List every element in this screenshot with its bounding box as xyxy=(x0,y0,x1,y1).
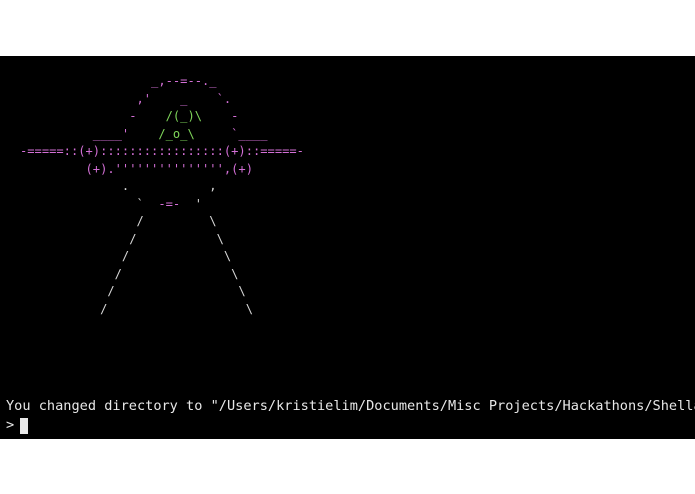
ascii-art-segment: - xyxy=(20,109,166,123)
ascii-art-segment: /(_)\ xyxy=(165,109,203,123)
ascii-art-segment: / \ xyxy=(20,266,239,281)
ascii-art-segment: `____ xyxy=(194,126,268,141)
ascii-art-segment: / \ xyxy=(20,249,232,263)
ufo-ascii-art: _,--=--._ ,' _ `. - /(_)\ - ____' /_o_\ … xyxy=(20,73,304,318)
ascii-art-segment: _,--=--._ xyxy=(20,74,217,88)
ascii-art-line: / \ xyxy=(20,301,304,319)
ascii-art-line: - /(_)\ - xyxy=(20,108,304,126)
directory-change-message: You changed directory to "/Users/kristie… xyxy=(6,398,695,414)
ascii-art-line: / \ xyxy=(20,266,304,284)
ascii-art-segment: -=====::(+):::::::::::::::::(+)::=====- xyxy=(20,144,304,158)
ascii-art-line: ` -=- ' xyxy=(20,196,304,214)
ascii-art-segment: ____' xyxy=(20,126,159,141)
ascii-art-line: / \ xyxy=(20,213,304,231)
text-cursor xyxy=(20,417,29,434)
ascii-art-segment: / \ xyxy=(20,284,246,298)
ascii-art-segment: / \ xyxy=(20,231,224,246)
ascii-art-segment: -=- xyxy=(158,196,181,211)
ascii-art-segment: ' xyxy=(180,196,203,211)
ascii-art-line: (+).''''''''''''''',(+) xyxy=(20,161,304,179)
ascii-art-segment: /_o_\ xyxy=(158,126,195,141)
ascii-art-line: . , xyxy=(20,178,304,196)
ascii-art-segment: - xyxy=(202,109,239,123)
ascii-art-line: ____' /_o_\ `____ xyxy=(20,126,304,144)
ascii-art-line: / \ xyxy=(20,231,304,249)
ascii-art-segment: ,' _ `. xyxy=(20,91,232,106)
ascii-art-segment: / \ xyxy=(20,301,253,316)
ascii-art-segment: (+).''''''''''''''',(+) xyxy=(20,161,253,176)
ascii-art-segment: . , xyxy=(20,179,217,193)
ascii-art-segment: / \ xyxy=(20,214,217,228)
prompt-symbol: > xyxy=(6,417,15,433)
ascii-art-segment: ` xyxy=(20,196,159,211)
ascii-art-line: _,--=--._ xyxy=(20,73,304,91)
ascii-art-line: / \ xyxy=(20,283,304,301)
terminal-window[interactable]: _,--=--._ ,' _ `. - /(_)\ - ____' /_o_\ … xyxy=(0,56,695,439)
ascii-art-line: / \ xyxy=(20,248,304,266)
ascii-art-line: ,' _ `. xyxy=(20,91,304,109)
command-prompt[interactable]: > xyxy=(6,417,29,434)
ascii-art-line: -=====::(+):::::::::::::::::(+)::=====- xyxy=(20,143,304,161)
